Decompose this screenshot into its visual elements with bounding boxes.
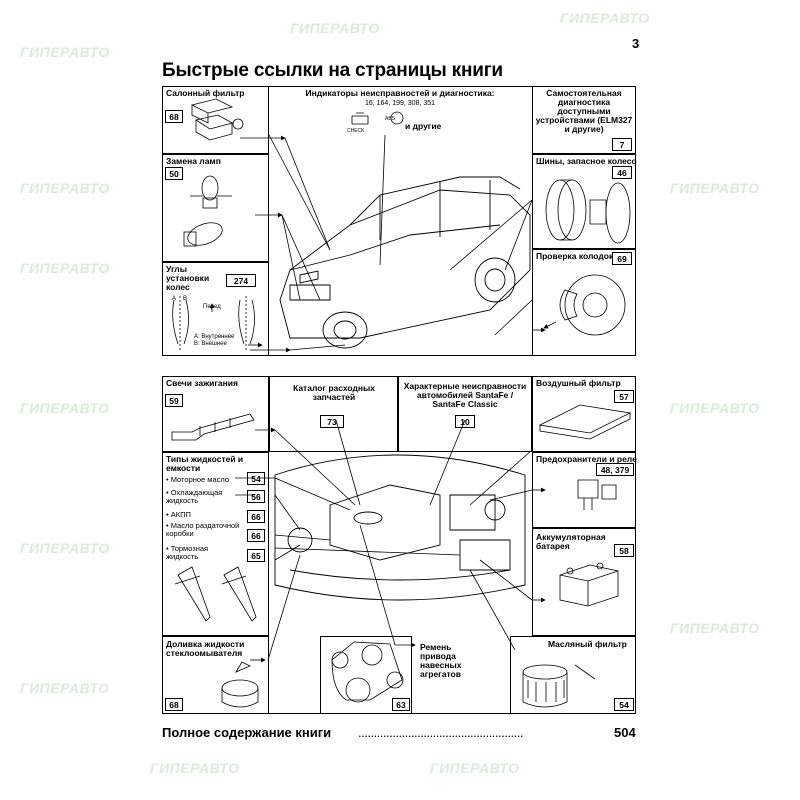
fluid-item-label: • Охлаждающая жидкость (166, 488, 223, 505)
spark-plugs-label: Свечи зажигания (166, 378, 238, 388)
cabin-filter-label: Салонный фильтр (166, 88, 245, 98)
wheel-a-label: А: Внутреннее (194, 334, 235, 340)
self-diag-page[interactable]: 7 (612, 138, 632, 151)
lamps-label: Замена ламп (166, 156, 221, 166)
footer-page[interactable]: 504 (614, 725, 636, 740)
catalog-page[interactable]: 73 (320, 415, 344, 428)
air-filter-page[interactable]: 57 (614, 390, 634, 403)
wheel-mark-b: B (183, 296, 188, 302)
belt-label: Ремень привода навесных агрегатов (420, 642, 462, 679)
wheel-mark-a: A (172, 296, 177, 302)
fuses-page[interactable]: 48, 379 (596, 463, 634, 476)
brake-pads-page[interactable]: 69 (612, 252, 632, 265)
watermark: ГИПЕРАВТО (670, 620, 760, 636)
wheel-front-label: Перед (203, 304, 221, 310)
watermark: ГИПЕРАВТО (20, 540, 110, 556)
belt-page[interactable]: 63 (392, 698, 410, 711)
watermark: ГИПЕРАВТО (20, 400, 110, 416)
page-title: Быстрые ссылки на страницы книги (162, 60, 503, 81)
fluid-item-page[interactable]: 65 (247, 549, 265, 562)
battery-page[interactable]: 58 (614, 544, 634, 557)
fluid-item-label: • Тормозная жидкость (166, 544, 209, 561)
brake-pads-cell[interactable] (532, 249, 636, 356)
cabin-filter-page[interactable]: 68 (165, 110, 183, 123)
fluid-item-page[interactable]: 66 (247, 510, 265, 523)
wheel-b-label: В: Внешнее (194, 341, 227, 347)
air-filter-label: Воздушный фильтр (536, 378, 621, 388)
watermark: ГИПЕРАВТО (430, 760, 520, 776)
brake-pads-label: Проверка колодок (536, 251, 614, 261)
tires-label: Шины, запасное колесо (536, 156, 637, 166)
oil-filter-label: Масляный фильтр (548, 639, 627, 649)
watermark: ГИПЕРАВТО (670, 180, 760, 196)
washer-page[interactable]: 68 (165, 698, 183, 711)
fuses-label: Предохранители и реле (536, 454, 637, 464)
fluid-item-label: • Моторное масло (166, 475, 230, 484)
watermark: ГИПЕРАВТО (670, 400, 760, 416)
fluid-item-page[interactable]: 56 (247, 490, 265, 503)
wheel-angles-label: Углы установки колес (166, 264, 210, 292)
watermark: ГИПЕРАВТО (20, 44, 110, 60)
fluid-item-label: • Масло раздаточной коробки (166, 521, 240, 538)
fluids-label: Типы жидкостей и емкости (166, 454, 244, 473)
self-diag-label: Самостоятельная диагностика доступными у… (535, 88, 633, 134)
washer-label: Доливка жидкости стеклоомывателя (166, 639, 245, 658)
battery-label: Аккумуляторная батарея (536, 532, 606, 551)
indicators-label: Индикаторы неисправностей и диагностика: (305, 88, 495, 98)
fluid-item-page[interactable]: 66 (247, 529, 265, 542)
catalog-label: Каталог расходных запчастей (293, 383, 375, 402)
spark-plugs-page[interactable]: 59 (165, 394, 183, 407)
page-number: 3 (632, 36, 640, 51)
oil-filter-page[interactable]: 54 (614, 698, 634, 711)
watermark: ГИПЕРАВТО (20, 260, 110, 276)
fluid-item-label: • АКПП (166, 510, 191, 519)
indicators-more: и другие (405, 121, 442, 131)
tires-page[interactable]: 46 (612, 166, 632, 179)
footer-dots: ........................................… (358, 725, 523, 740)
faults-label: Характерные неисправности автомобилей Sa… (403, 381, 527, 409)
watermark: ГИПЕРАВТО (290, 20, 380, 36)
faults-page[interactable]: 10 (455, 415, 475, 428)
check-label: CHECK (347, 128, 365, 134)
watermark: ГИПЕРАВТО (560, 10, 650, 26)
wheel-angles-page[interactable]: 274 (226, 274, 256, 287)
fluid-item-page[interactable]: 54 (247, 472, 265, 485)
watermark: ГИПЕРАВТО (150, 760, 240, 776)
abs-label: ABS (385, 116, 396, 122)
lamps-page[interactable]: 50 (165, 167, 183, 180)
footer-label: Полное содержание книги (162, 725, 332, 740)
watermark: ГИПЕРАВТО (20, 180, 110, 196)
watermark: ГИПЕРАВТО (20, 680, 110, 696)
indicators-pages: 16, 164, 199, 308, 351 (364, 100, 436, 107)
